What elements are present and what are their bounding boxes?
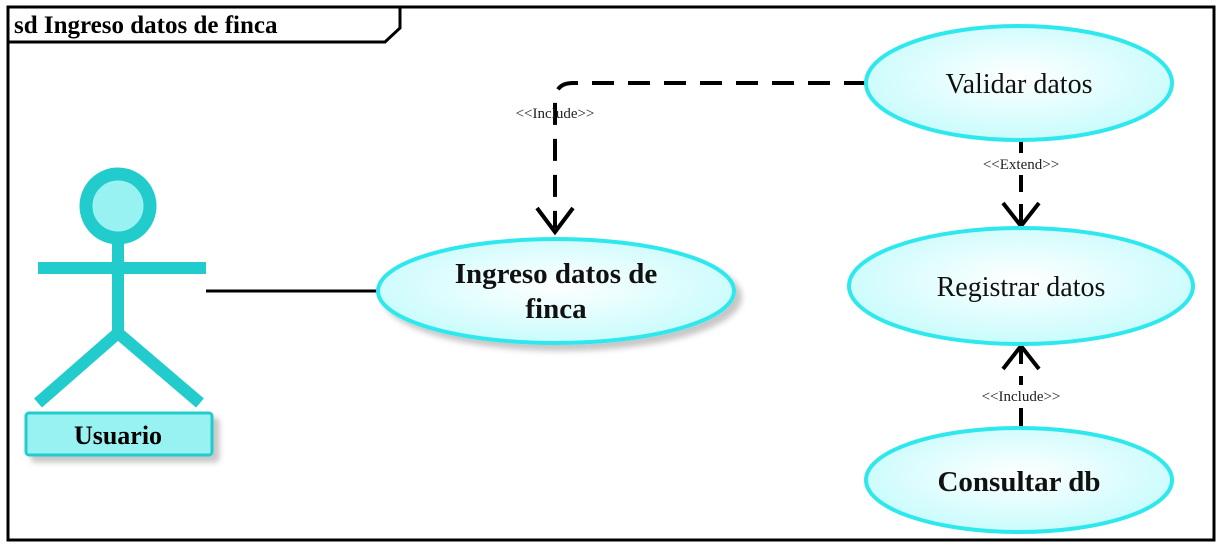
use-case-ingreso-datos[interactable]: Ingreso datos de finca (376, 237, 736, 345)
actor-head-icon (79, 167, 157, 245)
frame-title-tab (6, 5, 402, 44)
use-case-label: Validar datos (946, 69, 1093, 100)
use-case-validar-datos[interactable]: Validar datos (864, 24, 1174, 142)
use-case-label-line1: Ingreso datos de (455, 258, 658, 290)
include-label-consultar: <<Include>> (982, 389, 1061, 405)
actor-label-box (24, 411, 214, 457)
include-label-validar: <<Include>> (516, 106, 595, 122)
use-case-ellipse (864, 24, 1174, 142)
actor-right-leg (114, 328, 204, 408)
use-case-registrar-datos[interactable]: Registrar datos (847, 226, 1195, 346)
include-dependency-validar-ingreso (553, 81, 866, 228)
use-case-label-line2: finca (525, 293, 587, 325)
actor-label: Usuario (74, 421, 162, 450)
extend-label-bg (955, 153, 1087, 175)
use-case-label: Consultar db (937, 466, 1100, 498)
extend-label: <<Extend>> (983, 157, 1059, 173)
use-case-ellipse (847, 226, 1195, 346)
include-label-bg (950, 385, 1092, 407)
use-case-consultar-db[interactable]: Consultar db (864, 426, 1174, 534)
include-arrowhead-icon (535, 206, 575, 236)
frame-title: sd Ingreso datos de finca (14, 12, 278, 39)
actor-left-leg (34, 328, 122, 408)
use-case-ellipse (376, 237, 736, 345)
use-case-label: Registrar datos (937, 272, 1106, 303)
use-case-ellipse (864, 426, 1174, 534)
actor-usuario[interactable]: Usuario (24, 167, 214, 457)
